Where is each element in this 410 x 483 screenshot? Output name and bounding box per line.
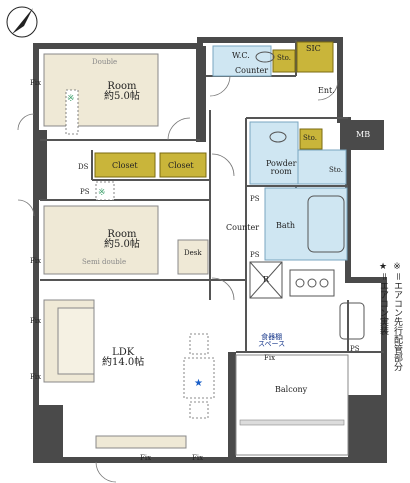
legend-ac-piping: ※＝エアコン先行配管部分 — [392, 262, 402, 372]
ac-piping-mark-icon: ※ — [67, 94, 75, 104]
furniture — [43, 53, 209, 449]
ps-label-3: PS — [250, 251, 260, 259]
desk-label: Desk — [184, 249, 202, 257]
sto-label-1: Sto. — [277, 54, 291, 62]
room-1-size: 約5.0帖 — [104, 91, 140, 102]
ac-installed-star-icon: ★ — [194, 378, 203, 389]
entrance-label: Ent. — [318, 86, 335, 95]
fix-window-2: Fix — [30, 257, 42, 265]
ac-piping-mark-icon: ※ — [98, 188, 106, 198]
wc-counter-label: Counter — [235, 66, 269, 75]
room-2-name: Room — [107, 229, 137, 240]
dining-set — [65, 89, 215, 419]
pantry-space-label: 食器棚 スペース — [258, 333, 286, 348]
fix-window-7: Fix — [264, 354, 276, 362]
ps-label-2: PS — [250, 195, 260, 203]
closet-2-label: Closet — [168, 161, 194, 170]
ps-label-1: PS — [80, 188, 90, 196]
fix-window-4: Fix — [30, 373, 42, 381]
semi-double-bed-label: Semi double — [82, 258, 127, 266]
fix-window-1: Fix — [30, 79, 42, 87]
fixtures — [249, 51, 365, 340]
balcony-area — [235, 354, 349, 456]
ps-label-4: PS — [350, 345, 360, 353]
wall-blocks — [35, 46, 384, 460]
fix-window-3: Fix — [30, 317, 42, 325]
counter-label: Counter — [226, 223, 260, 232]
fix-window-6: Fix — [192, 454, 204, 462]
ds-label: DS — [78, 163, 89, 171]
fix-window-5: Fix — [140, 454, 152, 462]
north-compass-icon — [6, 6, 38, 38]
sto-label-2: Sto. — [303, 134, 317, 142]
ldk-size: 約14.0帖 — [102, 357, 145, 368]
sic-label: SIC — [306, 44, 321, 53]
bath-label: Bath — [276, 221, 296, 230]
room-2-size: 約5.0帖 — [104, 239, 140, 250]
wc-label: W.C. — [232, 51, 250, 60]
room-1-name: Room — [107, 81, 137, 92]
double-bed-label: Double — [92, 58, 118, 66]
ldk-name: LDK — [112, 347, 135, 358]
refrigerator-label: R — [263, 275, 270, 284]
legend-ac-installed: ★＝エアコン実装 — [378, 262, 388, 336]
door-swings — [17, 75, 339, 483]
closet-1-label: Closet — [112, 161, 138, 170]
sto-label-3: Sto. — [329, 166, 343, 174]
powder-room-label: Powder room — [266, 159, 297, 176]
mb-label: MB — [356, 130, 371, 139]
closets — [94, 41, 347, 183]
balcony-label: Balcony — [275, 385, 308, 394]
